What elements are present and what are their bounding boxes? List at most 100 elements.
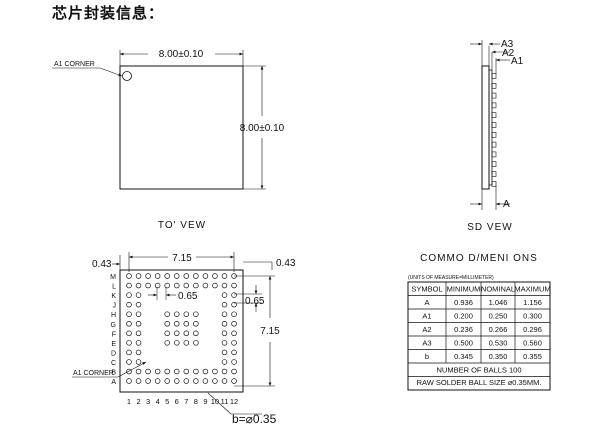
solder-ball <box>164 282 170 289</box>
solder-ball <box>193 340 199 346</box>
solder-ball <box>126 282 132 289</box>
column-number: 8 <box>194 397 198 406</box>
row-letter: D <box>111 350 116 357</box>
column-number: 4 <box>156 397 160 406</box>
side-ball <box>491 151 497 158</box>
solder-ball <box>212 378 218 384</box>
table-cell: 0.266 <box>489 325 508 334</box>
solder-ball <box>135 368 142 375</box>
table-cell: 0.560 <box>523 339 542 348</box>
table-footer-balls: NUMBER OF BALLS 100 <box>436 366 521 375</box>
solder-ball <box>221 349 228 356</box>
top-height-dimension: 8.00±0.10 <box>240 123 285 134</box>
row-letter: C <box>111 360 116 367</box>
row-letter: E <box>111 341 116 348</box>
solder-ball <box>221 311 228 317</box>
solder-ball <box>221 330 228 337</box>
row-letter: F <box>112 331 116 338</box>
table-cell: 1.156 <box>523 298 542 307</box>
side-label-a: A <box>503 199 510 210</box>
table-cell: b <box>425 352 429 361</box>
side-label-a3: A3 <box>501 39 514 50</box>
table-cell: 0.200 <box>454 312 473 321</box>
solder-ball <box>183 311 190 317</box>
solder-ball <box>231 282 237 289</box>
table-cell: 0.250 <box>489 312 508 321</box>
side-ball <box>491 92 497 99</box>
solder-ball <box>145 368 151 375</box>
side-view-caption: SD VEW <box>467 222 512 233</box>
column-number: 3 <box>146 397 150 406</box>
solder-ball <box>126 273 132 279</box>
solder-ball <box>126 368 132 375</box>
solder-ball <box>126 311 132 317</box>
row-letter: M <box>110 274 116 281</box>
solder-ball <box>183 340 190 346</box>
table-footer-ball-size: RAW SOLDER BALL SIZE ⌀0.35MM. <box>417 378 542 387</box>
solder-ball <box>231 378 237 384</box>
side-ball <box>491 132 497 138</box>
column-number: 6 <box>175 397 179 406</box>
bottom-left-offset: 0.43 <box>92 259 112 270</box>
solder-ball <box>135 273 142 279</box>
solder-ball <box>126 349 132 356</box>
bottom-horizontal-pitch: 0.65 <box>178 291 198 302</box>
solder-ball <box>164 311 170 317</box>
solder-ball <box>135 349 142 356</box>
solder-ball <box>231 330 237 337</box>
solder-ball <box>221 273 228 279</box>
ball-grid <box>126 273 237 384</box>
column-number: 12 <box>230 397 238 406</box>
side-ball <box>491 122 497 128</box>
table-cell: 0.355 <box>523 352 542 361</box>
table-cell: 0.500 <box>454 339 473 348</box>
side-ball <box>491 181 497 187</box>
table-units-note: (UNITS OF MEASURE=MILLIMETER) <box>408 275 494 281</box>
solder-ball <box>135 330 142 337</box>
row-letter: K <box>111 293 116 300</box>
solder-ball <box>174 282 180 289</box>
solder-ball <box>126 340 132 346</box>
top-view: 8.00±0.10 8.00±0.10 A1 CORNER TO' VEW <box>52 49 285 231</box>
ball-size-dimension: b=⌀0.35 <box>232 412 277 426</box>
solder-ball <box>164 273 170 279</box>
side-ball <box>491 102 497 109</box>
column-number: 5 <box>165 397 169 406</box>
solder-ball <box>221 340 228 346</box>
solder-ball <box>154 273 161 279</box>
solder-ball <box>221 282 228 289</box>
solder-ball <box>154 368 161 375</box>
side-label-a1: A1 <box>511 56 524 67</box>
column-number: 2 <box>136 397 140 406</box>
bottom-view-body <box>119 269 244 393</box>
solder-ball <box>202 282 209 289</box>
row-letter: H <box>111 312 116 319</box>
solder-ball <box>193 273 199 279</box>
side-ball <box>491 83 497 89</box>
solder-ball <box>174 368 180 375</box>
solder-ball <box>221 378 228 384</box>
solder-ball <box>231 292 237 298</box>
table-cell: 0.345 <box>454 352 473 361</box>
solder-ball <box>231 321 237 327</box>
side-label-a2: A2 <box>502 48 515 59</box>
table-cell: 0.350 <box>489 352 508 361</box>
solder-ball <box>193 311 199 317</box>
solder-ball <box>231 349 237 356</box>
solder-ball <box>164 330 170 337</box>
solder-ball <box>135 282 142 289</box>
solder-ball <box>135 311 142 317</box>
solder-ball <box>202 368 209 375</box>
solder-ball <box>164 340 170 346</box>
solder-ball <box>126 321 132 327</box>
solder-ball <box>221 301 228 308</box>
table-cell: 0.296 <box>523 325 542 334</box>
solder-ball <box>126 292 132 298</box>
column-number: 11 <box>221 397 229 406</box>
table-cell: A2 <box>422 325 431 334</box>
table-cell: 1.046 <box>489 298 508 307</box>
solder-ball <box>174 273 180 279</box>
solder-ball <box>174 321 180 327</box>
solder-ball <box>174 378 180 384</box>
solder-ball <box>126 359 132 365</box>
